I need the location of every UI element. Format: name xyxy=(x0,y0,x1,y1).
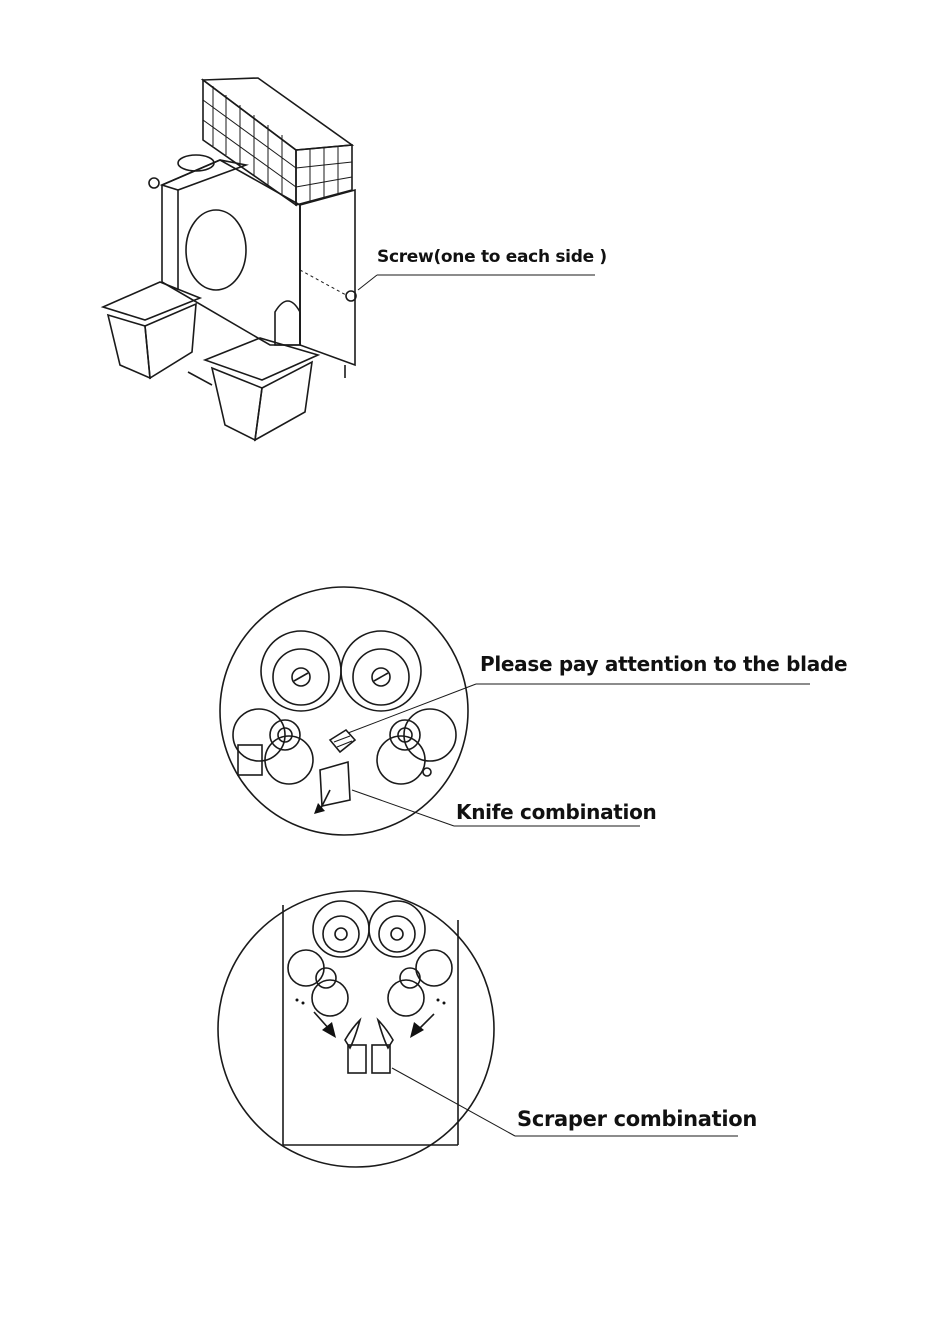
upper-roller-left xyxy=(313,901,369,957)
callout-screw: Screw(one to each side ) xyxy=(377,247,607,267)
callout-knife-combination: Knife combination xyxy=(456,800,656,824)
callout-scraper-combination: Scraper combination xyxy=(517,1107,757,1131)
blade xyxy=(330,730,355,752)
upper-roller-right xyxy=(341,631,421,711)
machine-body xyxy=(149,155,356,378)
scraper-combination xyxy=(345,1020,393,1073)
knife-detail-illustration xyxy=(220,587,810,835)
knife-combination xyxy=(314,762,350,814)
lower-cup-right xyxy=(388,950,452,1016)
upper-roller-right xyxy=(369,901,425,957)
lower-cup-left xyxy=(233,709,313,784)
fruit-basket xyxy=(203,78,352,205)
lower-cup-left xyxy=(288,950,348,1016)
callout-blade-warning: Please pay attention to the blade xyxy=(480,652,847,676)
upper-roller-left xyxy=(261,631,341,711)
lower-cup-right xyxy=(377,709,456,784)
juice-cups xyxy=(103,282,318,440)
